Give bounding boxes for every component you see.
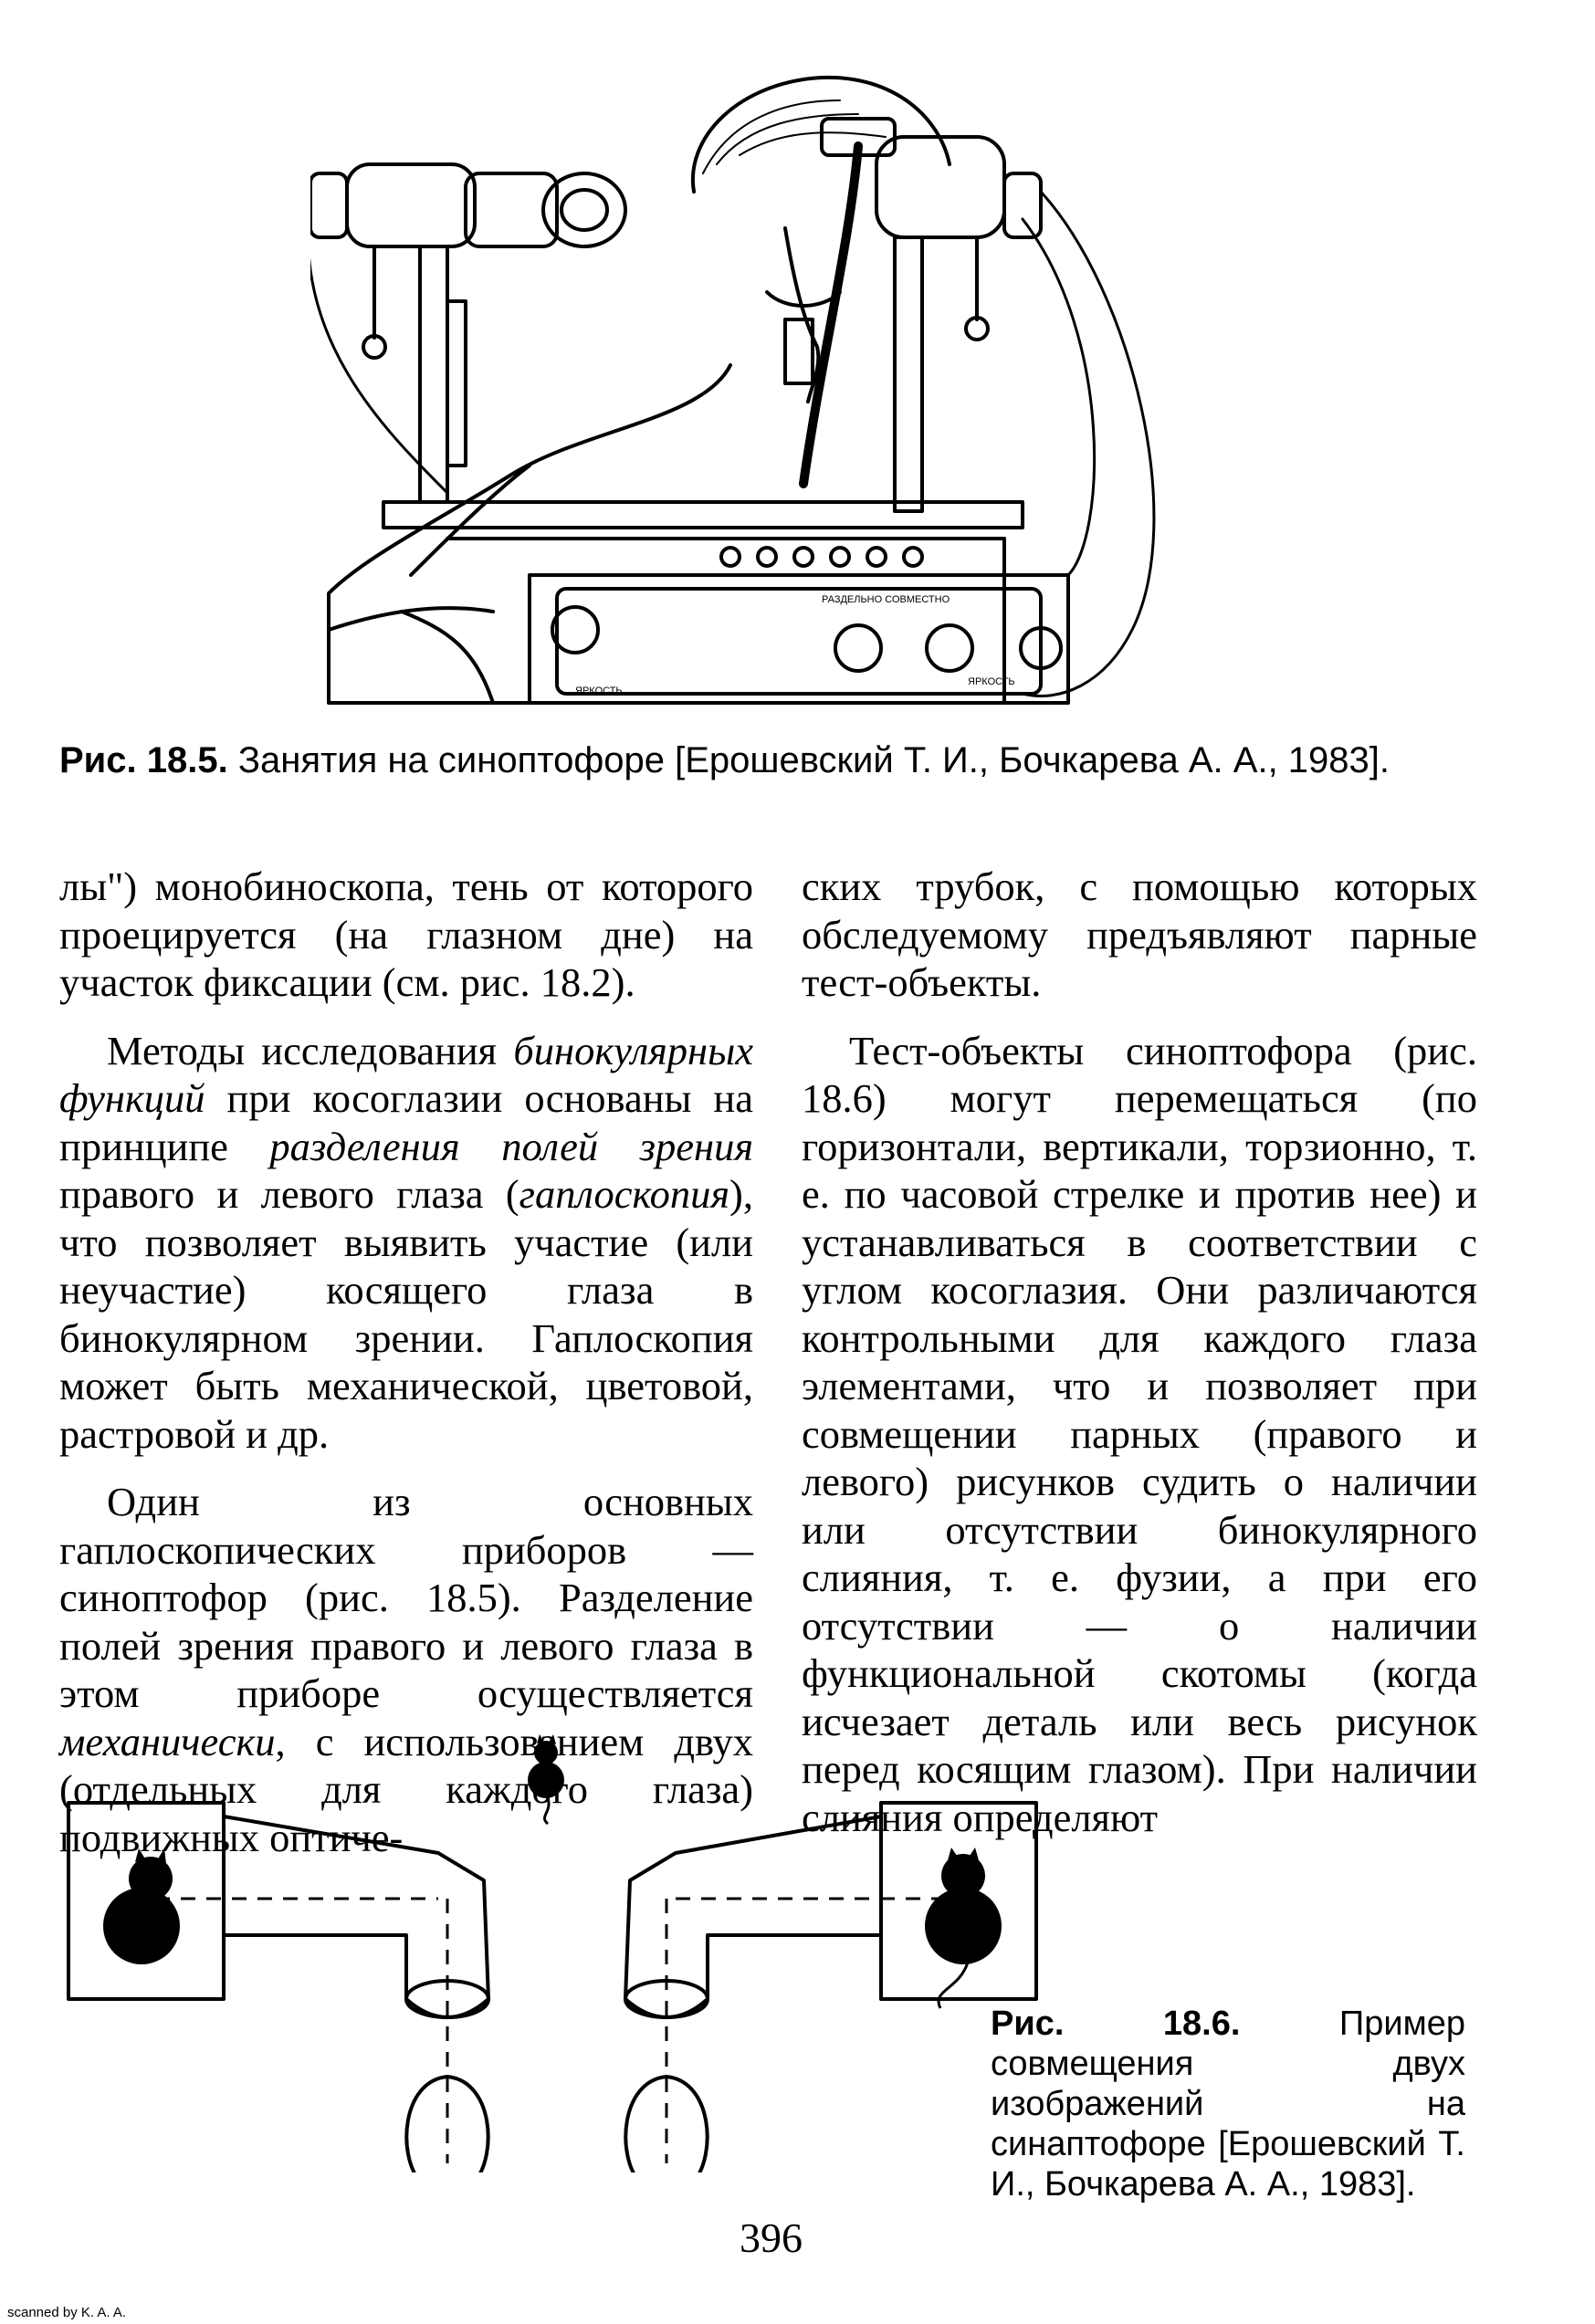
paragraph: ских трубок, с помощью которых обследуем… <box>802 864 1477 1005</box>
cat-silhouette-left <box>103 1888 180 1964</box>
figure-caption-text: Занятия на синоптофоре [Ерошевский Т. И.… <box>237 740 1390 780</box>
figure-caption-text: Пример совмещения двух изображений на си… <box>991 2005 1465 2204</box>
figure-label: Рис. 18.5. <box>59 740 228 780</box>
left-test-card <box>67 1801 226 2001</box>
figure-label: Рис. 18.6. <box>991 2005 1241 2043</box>
text-column-left: лы") монобиноскопа, тень от которого про… <box>59 863 753 1881</box>
paragraph: лы") монобиноскопа, тень от которого про… <box>59 864 753 1005</box>
text-column-right: ских трубок, с помощью которых обследуем… <box>802 863 1477 1861</box>
synoptophore-illustration: РАЗДЕЛЬНО СОВМЕСТНО ЯРКОСТЬ ЯРКОСТЬ <box>310 75 1156 705</box>
device-label-brightness-left: ЯРКОСТЬ <box>575 686 623 696</box>
cat-silhouette-right <box>925 1888 1002 1964</box>
page-number: 396 <box>740 2214 803 2261</box>
paragraph: Тест-объекты синоптофора (рис. 18.6) мог… <box>802 1027 1477 1840</box>
image-fusion-diagram <box>67 1734 1038 2172</box>
figure-caption-18-5: Рис. 18.5. Занятия на синоптофоре [Ероше… <box>59 738 1538 783</box>
cat-silhouette-fused <box>528 1762 564 1798</box>
device-label-mode: РАЗДЕЛЬНО СОВМЕСТНО <box>822 594 950 605</box>
paragraph: Методы исследования бинокулярных функций… <box>59 1027 753 1457</box>
figure-caption-18-6: Рис. 18.6. Пример совмещения двух изобра… <box>991 2004 1465 2204</box>
paragraph: Один из основных гаплоскопических прибор… <box>59 1479 753 1860</box>
scan-credit: scanned by K. A. A. <box>7 2305 127 2320</box>
device-label-brightness-right: ЯРКОСТЬ <box>968 676 1015 687</box>
right-test-card <box>879 1801 1038 2001</box>
